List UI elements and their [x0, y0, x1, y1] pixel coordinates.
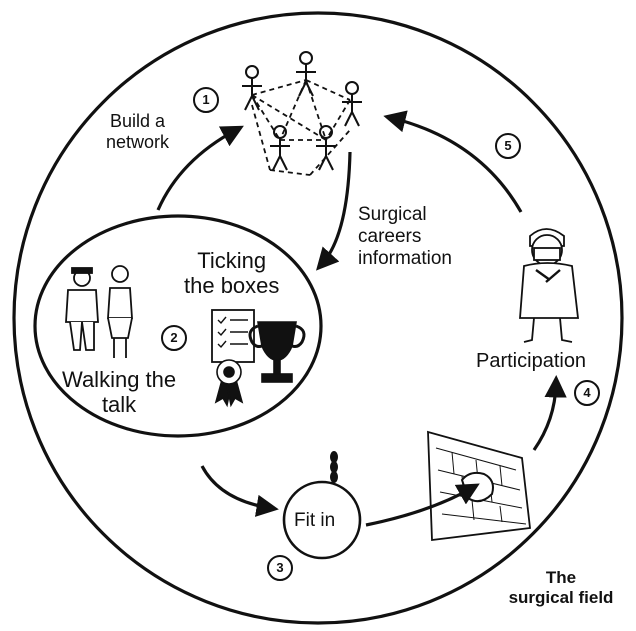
ticking-boxes-line2: the boxes	[184, 273, 279, 298]
step-5-badge: 5	[495, 133, 521, 159]
surgical-field-title-line2: surgical field	[488, 588, 634, 608]
careers-info-line1: Surgical	[358, 204, 452, 226]
brick-wall-icon	[428, 432, 530, 540]
network-person-icon	[316, 126, 336, 170]
network-person-icon	[296, 52, 316, 96]
careers-info-line2: careers	[358, 226, 452, 248]
careers-info-label: Surgical careers information	[358, 204, 452, 270]
fit-in-label: Fit in	[294, 510, 335, 532]
ticking-boxes-line1: Ticking	[184, 248, 279, 273]
arrow-walking-to-network	[158, 130, 236, 210]
build-network-label: Build a network	[106, 111, 169, 152]
step-3-badge: 3	[267, 555, 293, 581]
walking-talk-line2: talk	[62, 392, 176, 417]
build-network-line2: network	[106, 132, 169, 153]
arrow-wall-to-participation	[534, 384, 556, 450]
network-person-icon	[342, 82, 362, 126]
network-person-icon	[270, 126, 290, 170]
two-people-icon	[66, 266, 132, 358]
wrecking-ball-icon	[284, 452, 360, 558]
rosette-icon	[216, 360, 242, 405]
trophy-icon	[250, 322, 304, 382]
build-network-line1: Build a	[106, 111, 169, 132]
ticking-boxes-label: Ticking the boxes	[184, 248, 279, 299]
surgeon-icon	[520, 229, 578, 342]
checklist-icon	[212, 310, 254, 362]
step-1-badge: 1	[193, 87, 219, 113]
participation-label: Participation	[476, 350, 586, 373]
step-2-badge: 2	[161, 325, 187, 351]
arrow-surgeon-to-network	[392, 118, 521, 212]
step-4-badge: 4	[574, 380, 600, 406]
network-person-icon	[242, 66, 262, 110]
surgical-field-title: The surgical field	[488, 568, 634, 609]
network-icon	[242, 52, 362, 175]
walking-talk-line1: Walking the	[62, 367, 176, 392]
arrow-network-to-boxes	[322, 152, 350, 264]
walking-talk-label: Walking the talk	[62, 367, 176, 418]
arrow-talk-to-fit-in	[202, 466, 270, 508]
surgical-field-title-line1: The	[488, 568, 634, 588]
careers-info-line3: information	[358, 248, 452, 270]
